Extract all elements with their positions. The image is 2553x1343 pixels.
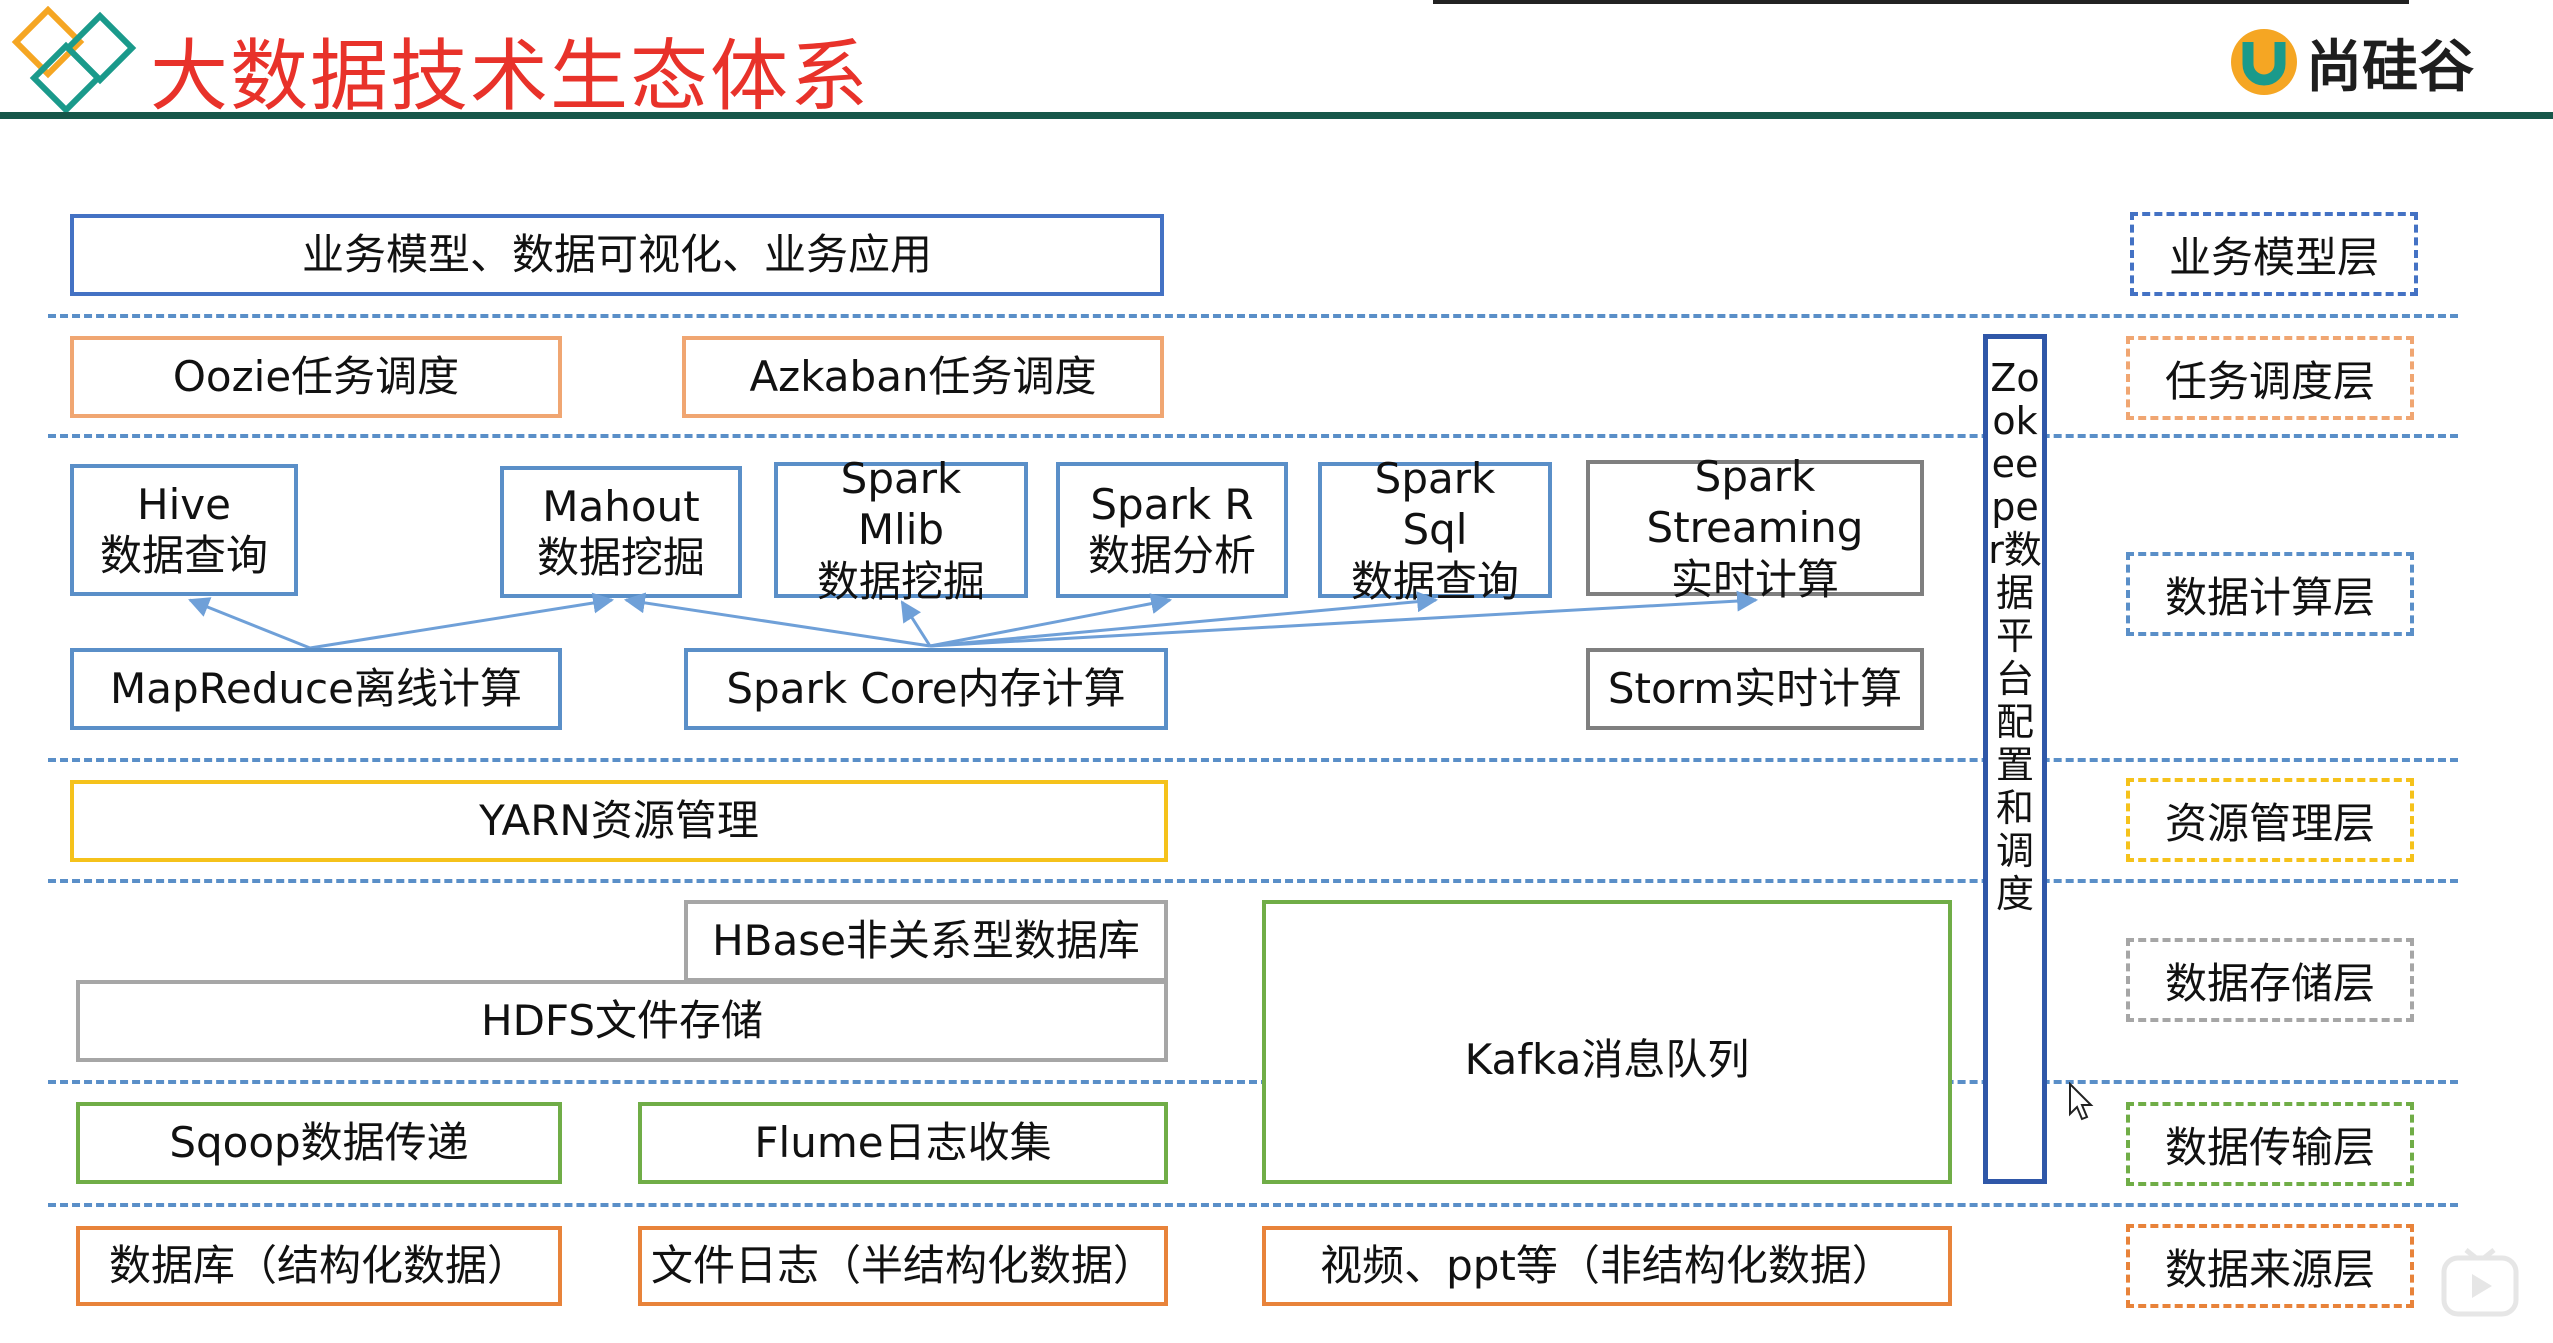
hdfs-box: HDFS文件存储: [76, 980, 1168, 1062]
logo-diamonds-icon: [10, 5, 140, 115]
layer-label-compute: 数据计算层: [2126, 552, 2414, 636]
layer-label-business: 业务模型层: [2130, 212, 2418, 296]
zookeeper-label: Zookeeper数据平台配置和调度: [1988, 356, 2042, 916]
layer-label-source: 数据来源层: [2126, 1224, 2414, 1308]
arrow-mapreduce-mahout: [309, 592, 615, 650]
layer-label-scheduling: 任务调度层: [2126, 336, 2414, 420]
sqoop-box: Sqoop数据传递: [76, 1102, 562, 1184]
separator-line: [48, 1203, 2458, 1207]
layer-label-storage: 数据存储层: [2126, 938, 2414, 1022]
yarn-box: YARN资源管理: [70, 780, 1168, 862]
separator-line: [48, 314, 2458, 318]
log-source-box: 文件日志（半结构化数据）: [638, 1226, 1168, 1306]
page-title: 大数据技术生态体系: [150, 32, 871, 122]
media-source-box: 视频、ppt等（非结构化数据）: [1262, 1226, 1952, 1306]
spark-r-box: Spark R 数据分析: [1056, 462, 1288, 598]
mahout-box: Mahout 数据挖掘: [500, 466, 742, 598]
business-app-box: 业务模型、数据可视化、业务应用: [70, 214, 1164, 296]
play-watermark-icon: [2440, 1248, 2520, 1318]
brand-logo-icon: [2228, 26, 2300, 98]
header-thin-line: [1433, 0, 2409, 4]
separator-line: [48, 1080, 2458, 1084]
spark-core-box: Spark Core内存计算: [684, 648, 1168, 730]
mapreduce-box: MapReduce离线计算: [70, 648, 562, 730]
kafka-box: Kafka消息队列: [1262, 900, 1952, 1184]
separator-line: [48, 434, 2458, 438]
spark-mlib-box: Spark Mlib 数据挖掘: [774, 454, 1028, 606]
database-source-box: 数据库（结构化数据）: [76, 1226, 562, 1306]
oozie-box: Oozie任务调度: [70, 336, 562, 418]
arrow-sparkcore-mlib: [900, 600, 932, 647]
separator-line: [48, 879, 2458, 883]
azkaban-box: Azkaban任务调度: [682, 336, 1164, 418]
mouse-cursor-icon: [2068, 1081, 2094, 1122]
arrow-sparkcore-streaming: [929, 590, 1759, 648]
arrow-sparkcore-mahout: [623, 592, 931, 648]
hbase-box: HBase非关系型数据库: [684, 900, 1168, 982]
separator-line: [48, 758, 2458, 762]
arrow-sparkcore-sql: [929, 591, 1439, 648]
flume-box: Flume日志收集: [638, 1102, 1168, 1184]
hive-box: Hive 数据查询: [70, 464, 298, 596]
brand-name: 尚硅谷: [2306, 35, 2474, 100]
zookeeper-bar: Zookeeper数据平台配置和调度: [1983, 334, 2047, 1184]
layer-label-resource: 资源管理层: [2126, 778, 2414, 862]
layer-label-transport: 数据传输层: [2126, 1102, 2414, 1186]
storm-box: Storm实时计算: [1586, 648, 1924, 730]
arrow-sparkcore-sparkr: [929, 593, 1173, 648]
spark-streaming-box: Spark Streaming 实时计算: [1586, 452, 1924, 604]
header-rule: [0, 112, 2553, 119]
arrow-mapreduce-hive: [188, 597, 311, 650]
